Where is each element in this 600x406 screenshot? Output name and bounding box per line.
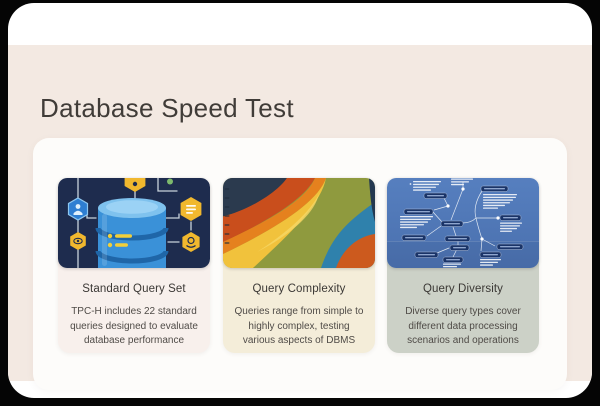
page-title: Database Speed Test <box>40 93 294 123</box>
abstract-waves-illustration <box>223 178 375 268</box>
card-description: TPC-H includes 22 standard queries desig… <box>70 306 198 346</box>
card-description: Queries range from simple to highly comp… <box>234 306 364 346</box>
card-title: Standard Query Set <box>82 283 186 295</box>
card-standard-query-set: Standard Query Set TPC-H includes 22 sta… <box>58 178 210 353</box>
card-description: Diverse query types cover different data… <box>405 306 521 346</box>
card-query-complexity: Query Complexity Queries range from simp… <box>223 178 375 353</box>
slide: Database Speed Test <box>8 3 592 398</box>
database-illustration <box>58 178 210 268</box>
mindmap-diagram-icon <box>387 178 539 268</box>
abstract-waves-icon <box>223 178 375 268</box>
database-cylinder-icon <box>58 178 210 268</box>
card-title: Query Complexity <box>252 283 346 295</box>
mindmap-illustration <box>387 178 539 268</box>
card-query-diversity: Query Diversity Diverse query types cove… <box>387 178 539 353</box>
cards-panel: Standard Query Set TPC-H includes 22 sta… <box>33 138 567 390</box>
card-title: Query Diversity <box>422 283 504 295</box>
